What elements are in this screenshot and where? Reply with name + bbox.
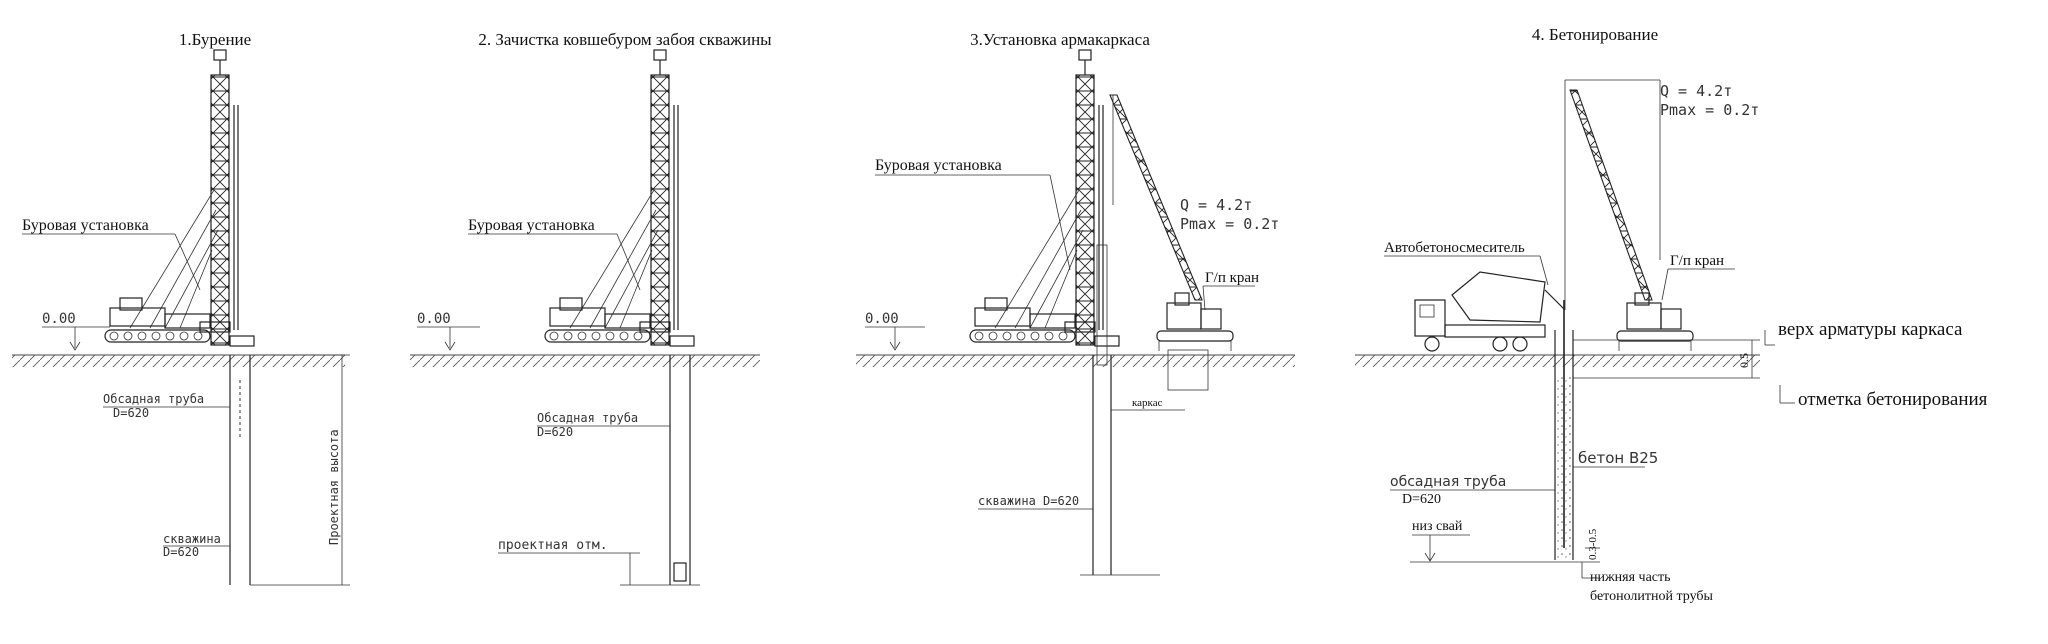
well-label: скважина — [163, 532, 221, 546]
rebar-top-label: верх арматуры каркаса — [1778, 319, 1963, 340]
concreting-mark-label: отметка бетонирования — [1798, 389, 1988, 410]
pipe-bottom-label-2: бетонолитной трубы — [1590, 589, 1714, 604]
stage-3: 3.Установка армакаркаса 0.00 Буровая уст… — [856, 30, 1295, 576]
casing-label: Обсадная труба — [537, 411, 638, 425]
pile-bottom-label: низ свай — [1412, 519, 1463, 534]
rig-label: Буровая установка — [875, 157, 1002, 174]
concrete-label: бетон В25 — [1578, 449, 1658, 467]
drilling-bucket — [673, 562, 687, 582]
rig-label: Буровая установка — [468, 217, 595, 234]
crane-pmax: Pmax = 0.2т — [1660, 101, 1759, 119]
design-height-label: Проектная высота — [327, 429, 341, 545]
well-label: скважина D=620 — [978, 494, 1079, 508]
level-mark: 0.00 — [417, 311, 451, 327]
stage-3-title: 3.Установка армакаркаса — [970, 30, 1150, 49]
stage-4: 4. Бетонирование 0.5 верх — [1355, 25, 1988, 604]
dim-05: 0.5 — [1737, 353, 1751, 368]
drilling-rig — [544, 49, 695, 347]
casing-label: обсадная труба — [1390, 474, 1506, 490]
stage-2-title: 2. Зачистка ковшебуром забоя скважины — [478, 30, 772, 49]
crane-pmax: Pmax = 0.2т — [1180, 215, 1279, 233]
crawler-crane — [1616, 292, 1694, 352]
level-mark: 0.00 — [865, 311, 899, 327]
stage-1: 1.Бурение 0.00 Буровая установка Обсадна… — [12, 30, 350, 586]
crane-capacity: Q = 4.2т — [1180, 196, 1252, 214]
casing-diameter: D=620 — [537, 425, 573, 439]
stage-1-title: 1.Бурение — [179, 30, 251, 49]
crawler-crane — [1156, 292, 1234, 352]
crane-boom — [1569, 89, 1653, 301]
casing-label: Обсадная труба — [103, 392, 204, 406]
well-diameter: D=620 — [163, 545, 199, 559]
stage-4-title: 4. Бетонирование — [1532, 25, 1658, 44]
cage-label: каркас — [1132, 397, 1163, 409]
design-mark-label: проектная отм. — [498, 538, 608, 553]
crane-label: Г/п кран — [1205, 270, 1259, 286]
casing-diameter: D=620 — [1402, 492, 1441, 507]
reinforcement-cage — [1096, 244, 1108, 366]
truck-mixer — [1414, 271, 1566, 352]
pipe-bottom-label-1: нижняя часть — [1590, 570, 1671, 585]
dim-gap: 0.3-0.5 — [1587, 528, 1599, 560]
crane-capacity: Q = 4.2т — [1660, 82, 1732, 100]
crane-boom — [1109, 94, 1203, 301]
rig-label: Буровая установка — [22, 217, 149, 234]
casing-diameter: D=620 — [113, 406, 149, 420]
mixer-label: Автобетоносмеситель — [1384, 240, 1525, 256]
ground-hatch — [12, 355, 345, 367]
stage-2: 2. Зачистка ковшебуром забоя скважины 0.… — [410, 30, 772, 586]
drilling-rig — [104, 49, 255, 347]
crane-label: Г/п кран — [1670, 253, 1724, 269]
level-mark: 0.00 — [42, 311, 76, 327]
